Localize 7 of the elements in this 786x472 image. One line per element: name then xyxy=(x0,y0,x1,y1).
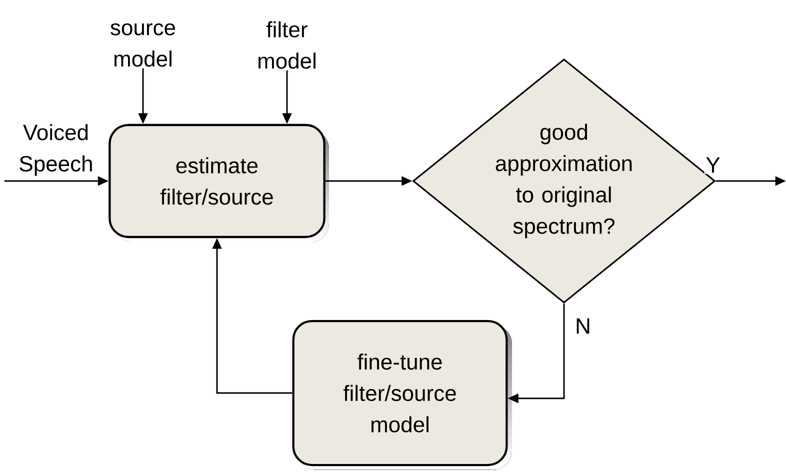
edge-label: N xyxy=(574,317,592,335)
process-box: estimate filter/source xyxy=(108,124,329,242)
input-label: filter model xyxy=(258,21,316,69)
process-box: fine-tune filter/source model xyxy=(292,320,512,470)
edge-label: Y xyxy=(704,156,722,174)
input-label: source model xyxy=(110,23,176,67)
input-label: Voiced Speech xyxy=(20,124,92,176)
